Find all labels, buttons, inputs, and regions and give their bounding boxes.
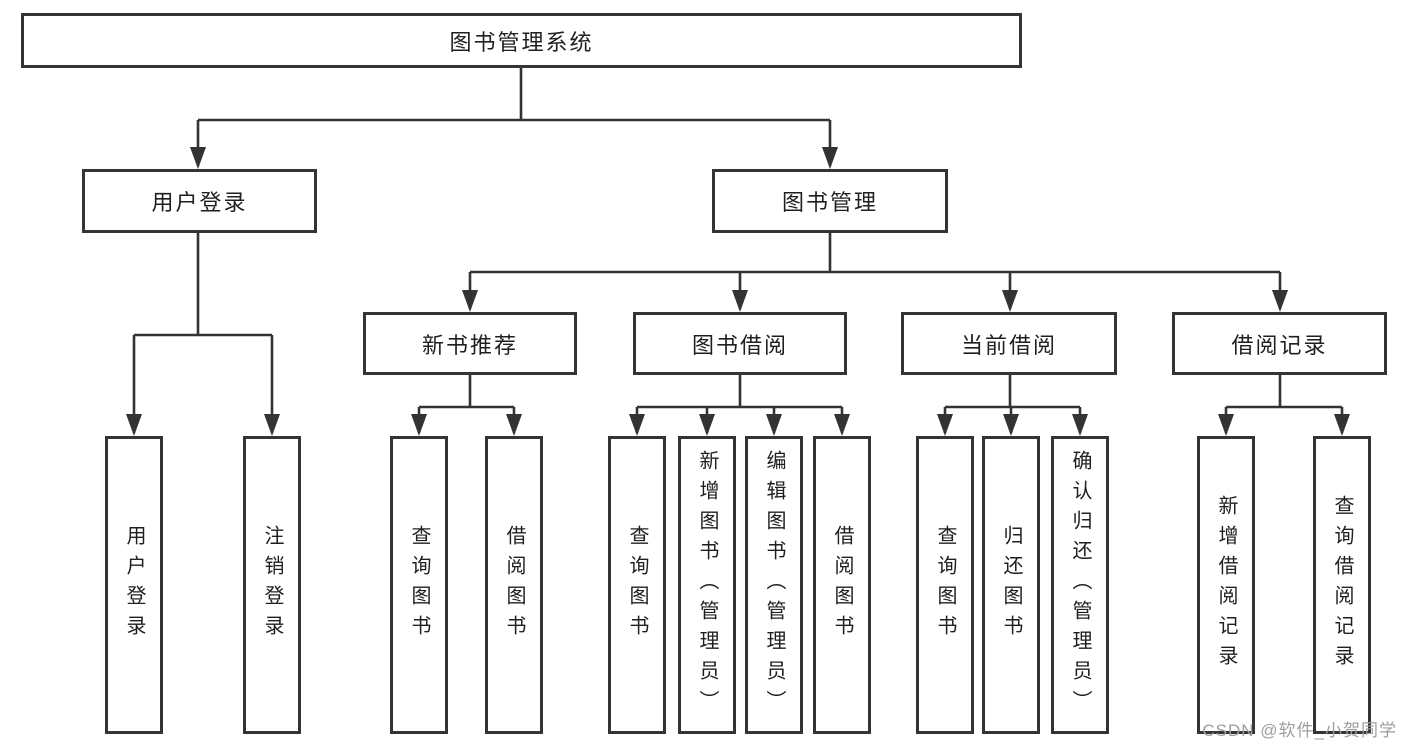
leaf-user-login: 用户登录 [105, 436, 163, 734]
node-label: 用户登录 [123, 525, 145, 645]
node-label: 查询图书 [626, 525, 648, 645]
leaf-current-return-books: 归还图书 [982, 436, 1040, 734]
node-label: 用户登录 [151, 190, 248, 215]
leaf-current-query-books: 查询图书 [916, 436, 974, 734]
leaf-records-add-borrow-record: 新增借阅记录 [1197, 436, 1255, 734]
node-label: 确认归还（管理员） [1069, 450, 1091, 720]
leaf-recommend-query-books: 查询图书 [390, 436, 448, 734]
leaf-current-confirm-return-admin: 确认归还（管理员） [1051, 436, 1109, 734]
leaf-logout: 注销登录 [243, 436, 301, 734]
node-label: 图书管理 [781, 190, 878, 215]
leaf-borrow-add-books-admin: 新增图书（管理员） [678, 436, 736, 734]
node-user-login: 用户登录 [82, 169, 317, 233]
node-label: 借阅图书 [831, 525, 853, 645]
leaf-borrow-query-books: 查询图书 [608, 436, 666, 734]
node-label: 借阅图书 [503, 525, 525, 645]
node-label: 图书管理系统 [449, 29, 594, 55]
node-label: 归还图书 [1000, 525, 1022, 645]
node-new-book-recommend: 新书推荐 [363, 312, 577, 375]
arrowheads [126, 147, 1350, 436]
node-book-borrow: 图书借阅 [633, 312, 847, 375]
leaf-borrow-edit-books-admin: 编辑图书（管理员） [745, 436, 803, 734]
leaf-records-query-borrow-record: 查询借阅记录 [1313, 436, 1371, 734]
connector-lines [132, 68, 1344, 433]
leaf-borrow-borrow-books: 借阅图书 [813, 436, 871, 734]
node-label: 借阅记录 [1231, 332, 1328, 358]
node-label: 注销登录 [261, 525, 283, 645]
node-book-management: 图书管理 [712, 169, 948, 233]
node-label: 编辑图书（管理员） [763, 450, 785, 720]
csdn-watermark: CSDN @软件_小贺同学 [1202, 721, 1397, 740]
node-label: 新增图书（管理员） [696, 450, 718, 720]
node-label: 查询图书 [408, 525, 430, 645]
node-label: 新书推荐 [421, 332, 518, 358]
node-label: 图书借阅 [691, 332, 788, 358]
node-borrow-records: 借阅记录 [1172, 312, 1387, 375]
node-label: 查询图书 [934, 525, 956, 645]
node-label: 新增借阅记录 [1215, 495, 1237, 675]
leaf-recommend-borrow-books: 借阅图书 [485, 436, 543, 734]
node-current-borrow: 当前借阅 [901, 312, 1117, 375]
node-label: 当前借阅 [960, 332, 1057, 358]
node-library-management-system: 图书管理系统 [21, 13, 1022, 68]
node-label: 查询借阅记录 [1331, 495, 1353, 675]
